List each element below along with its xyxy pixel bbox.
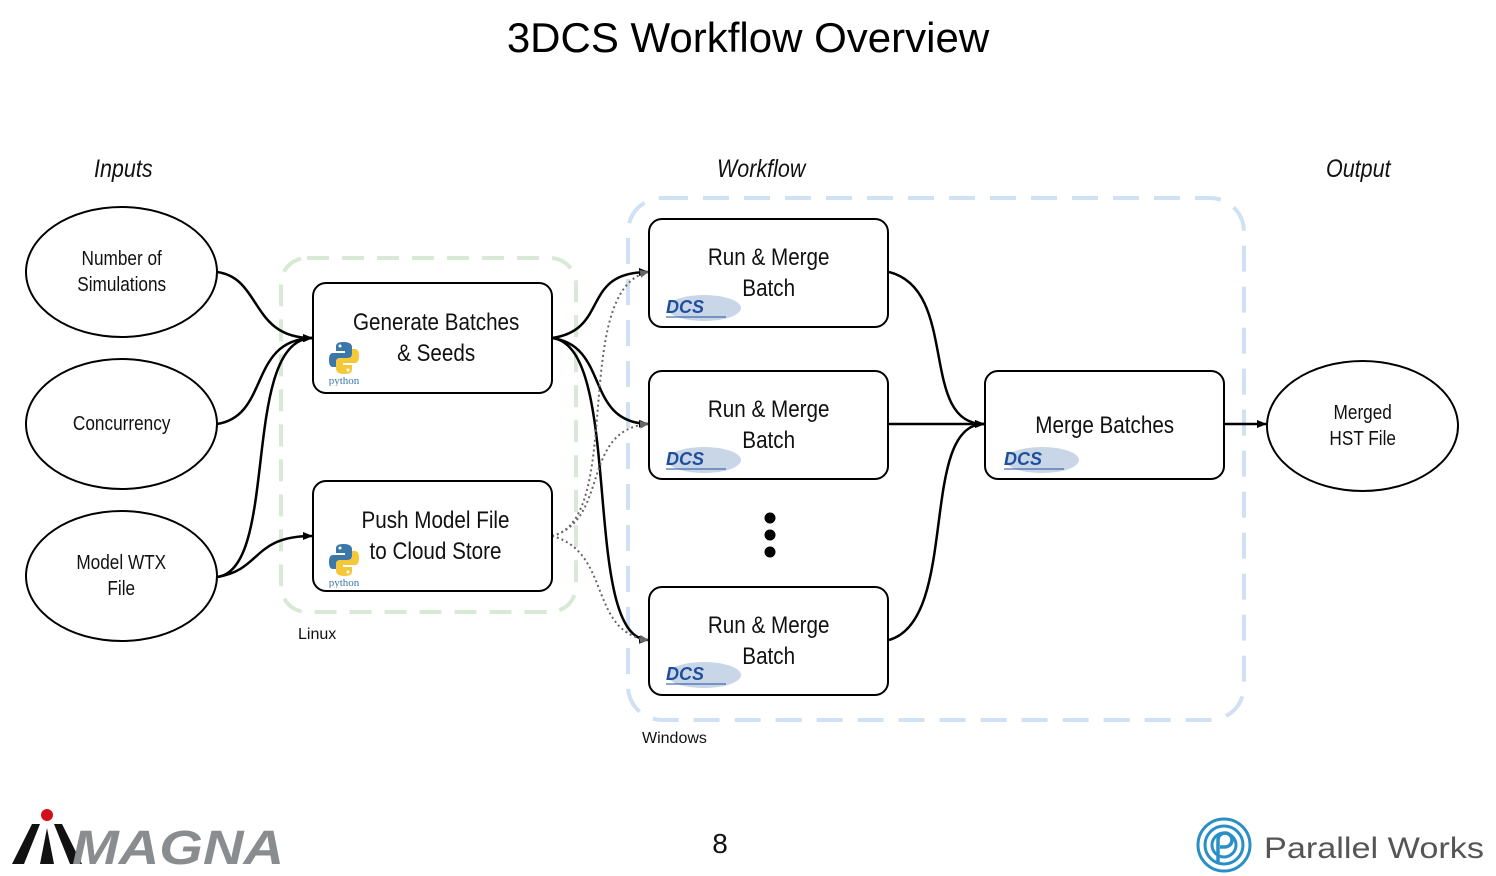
dcs-logo-icon: DCS bbox=[666, 447, 741, 473]
dcs-logo-text: DCS bbox=[666, 664, 704, 684]
parallel-works-logo-text: Parallel Works bbox=[1264, 832, 1484, 865]
ellipsis-dot bbox=[764, 546, 776, 558]
dcs-logo-icon: DCS bbox=[1004, 447, 1079, 473]
edge-push-batch2 bbox=[551, 420, 649, 537]
node-label: & Seeds bbox=[396, 340, 475, 367]
windows-zone bbox=[626, 196, 1246, 722]
edge-push-batch1 bbox=[551, 269, 649, 537]
inputs-heading: Inputs bbox=[94, 155, 153, 183]
push-model-node: Push Model File to Cloud Store bbox=[312, 480, 553, 592]
workflow-heading: Workflow bbox=[717, 155, 806, 183]
edge-concurrency-generate bbox=[216, 334, 313, 426]
page-title: 3DCS Workflow Overview bbox=[506, 14, 990, 61]
node-label: File bbox=[107, 578, 136, 600]
node-label: HST File bbox=[1329, 428, 1396, 450]
edge-generate-batch3 bbox=[551, 336, 649, 644]
ellipsis-dot bbox=[764, 512, 776, 524]
node-label: Concurrency bbox=[72, 413, 171, 435]
node-label: Batch bbox=[742, 427, 795, 454]
input-model-wtx-file: Model WTX File bbox=[25, 510, 218, 642]
python-icon-caption: python bbox=[329, 577, 360, 588]
node-label: Run & Merge bbox=[707, 612, 830, 639]
input-concurrency: Concurrency bbox=[25, 358, 218, 490]
node-label: Run & Merge bbox=[707, 244, 830, 271]
linux-zone-label: Linux bbox=[298, 626, 337, 643]
page-number: 8 bbox=[712, 828, 728, 859]
node-label: Model WTX bbox=[76, 552, 167, 574]
edge-batch3-merge bbox=[888, 420, 985, 642]
node-label: Generate Batches bbox=[352, 309, 520, 336]
dcs-logo-text: DCS bbox=[666, 449, 704, 469]
edge-model-generate bbox=[216, 334, 313, 579]
dcs-logo-text: DCS bbox=[1004, 449, 1042, 469]
dcs-logo-icon: DCS bbox=[666, 295, 741, 321]
node-label: Batch bbox=[742, 275, 795, 302]
python-icon: python bbox=[329, 544, 360, 588]
edge-model-push bbox=[216, 532, 313, 579]
dcs-logo-text: DCS bbox=[666, 297, 704, 317]
node-label: to Cloud Store bbox=[369, 538, 502, 565]
edge-batch1-merge bbox=[888, 270, 985, 428]
node-label: Run & Merge bbox=[707, 396, 830, 423]
ellipsis-dot bbox=[764, 529, 776, 541]
node-label: Number of bbox=[81, 248, 162, 270]
output-heading: Output bbox=[1326, 155, 1391, 183]
node-label: Merge Batches bbox=[1035, 411, 1174, 439]
python-icon: python bbox=[329, 342, 360, 386]
input-number-of-simulations: Number of Simulations bbox=[25, 206, 218, 338]
node-label: Merged bbox=[1333, 402, 1392, 424]
edge-numsims-generate bbox=[216, 270, 313, 342]
magna-logo: MAGNA bbox=[12, 809, 284, 868]
node-label: Simulations bbox=[77, 274, 166, 296]
parallel-works-logo: Parallel Works bbox=[1196, 817, 1484, 873]
edge-generate-batch1 bbox=[551, 268, 649, 340]
dcs-logo-icon: DCS bbox=[666, 662, 741, 688]
magna-logo-dot bbox=[41, 809, 53, 821]
linux-zone bbox=[279, 256, 578, 614]
node-label: Push Model File bbox=[361, 507, 510, 534]
generate-batches-node: Generate Batches & Seeds bbox=[312, 282, 553, 394]
python-icon-caption: python bbox=[329, 375, 360, 386]
edge-generate-batch2 bbox=[551, 336, 649, 428]
edge-push-batch3 bbox=[551, 535, 649, 643]
node-label: Batch bbox=[742, 643, 795, 670]
magna-logo-text: MAGNA bbox=[72, 822, 284, 868]
windows-zone-label: Windows bbox=[642, 730, 707, 747]
